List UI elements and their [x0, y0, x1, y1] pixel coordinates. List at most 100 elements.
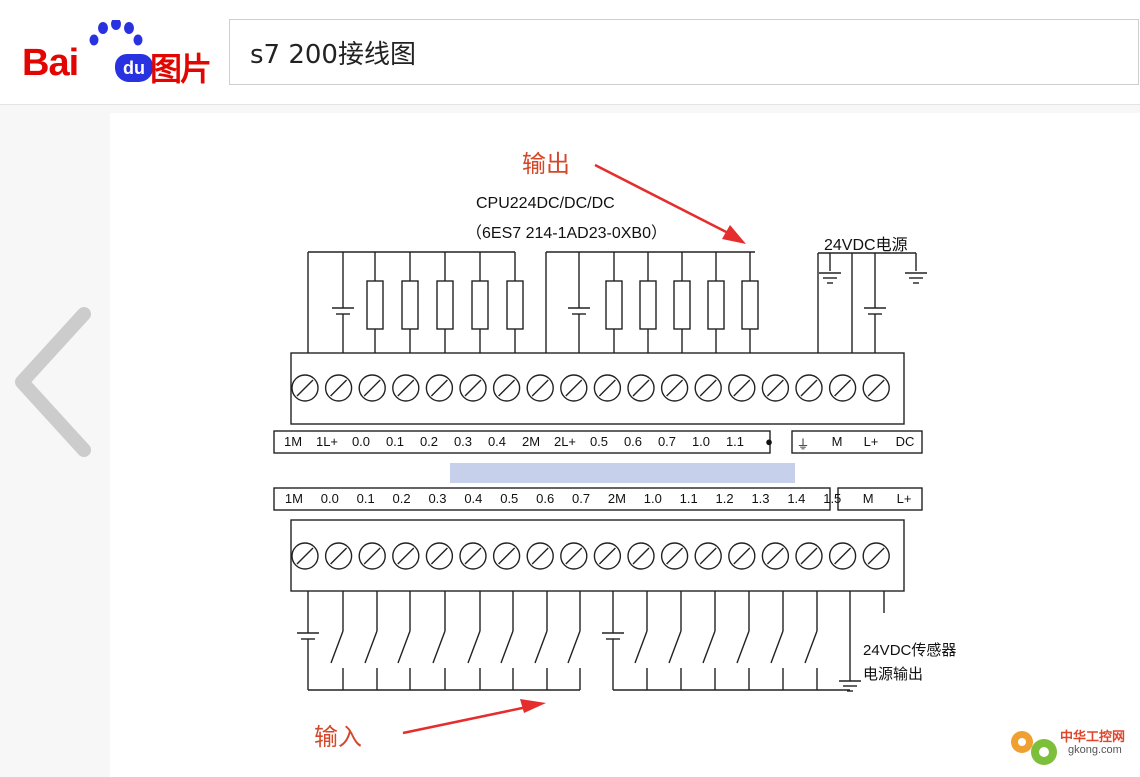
bottom-screw-slot-6: [498, 547, 516, 565]
bottom-terminal-label-0: 1M: [284, 491, 303, 506]
bottom-screw-terminal-3: [392, 542, 420, 570]
bottom-screw-slot-11: [666, 547, 684, 565]
top-screw-slot-14: [766, 379, 784, 397]
bottom-screw-slot-2: [363, 547, 381, 565]
bottom-screw-terminal-17: [862, 542, 890, 570]
input-switch2-blade-3: [736, 630, 750, 664]
wiring-diagram-image: 输出 输入 CPU224DC/DC/DC （6ES7 214-1AD23-0XB…: [110, 113, 1140, 777]
top-screw-slot-7: [531, 379, 549, 397]
search-box[interactable]: [229, 19, 1139, 85]
input-switch2-blade-4: [770, 630, 784, 664]
bottom-terminal-label-5: 0.4: [464, 491, 483, 506]
top-screw-slot-10: [632, 379, 650, 397]
bottom-screw-terminal-4: [425, 542, 454, 570]
bottom-screw-slot-7: [531, 547, 549, 565]
chevron-left-icon: [15, 307, 91, 457]
top-screw-terminal-6: [492, 374, 521, 402]
top-screw-terminal-16: [828, 374, 857, 402]
top-screw-terminal-0: [291, 374, 319, 402]
top-terminal-label-10: 0.6: [623, 434, 643, 449]
output-load1-2: [436, 280, 454, 330]
bottom-screw-slot-9: [598, 547, 616, 565]
input-switch1-blade-1: [364, 630, 378, 664]
top-screw-slot-1: [330, 379, 348, 397]
top-terminal-label-16: M: [831, 434, 843, 449]
top-screw-terminal-7: [526, 374, 554, 402]
logo-word-bai: Bai: [22, 42, 79, 84]
top-screw-slot-8: [565, 379, 583, 397]
bottom-screw-slot-5: [464, 547, 482, 565]
power-supply-label: 24VDC电源: [824, 237, 908, 254]
bottom-screw-slot-13: [733, 547, 751, 565]
top-terminal-label-5: 0.3: [453, 434, 473, 449]
bottom-terminal-label-3: 0.2: [392, 491, 411, 506]
top-screw-slot-2: [363, 379, 381, 397]
input-arrow-head: [520, 699, 546, 713]
top-screw-slot-13: [733, 379, 751, 397]
paw-icon: [89, 20, 143, 46]
top-terminal-label-7: 2M: [521, 434, 541, 449]
top-terminal-label-17: L+: [863, 434, 879, 449]
output-load1-1: [401, 280, 419, 330]
watermark-text: 中华工控网: [1060, 730, 1126, 745]
output-load2-0: [605, 280, 623, 330]
bottom-label-box-right: [837, 487, 923, 511]
top-terminal-label-15: ⏚: [796, 437, 810, 452]
top-screw-terminal-4: [425, 374, 454, 402]
bottom-screw-slot-8: [565, 547, 583, 565]
top-label-box-right: [791, 430, 923, 454]
gear-icon: [1011, 731, 1057, 765]
bottom-screw-slot-10: [632, 547, 650, 565]
bottom-terminal-label-17: L+: [896, 491, 912, 506]
top-terminal-label-4: 0.2: [419, 434, 439, 449]
top-terminal-label-3: 0.1: [385, 434, 405, 449]
bottom-screw-terminal-2: [358, 542, 386, 570]
wiring-diagram-drawing: [273, 163, 927, 735]
search-input[interactable]: [230, 20, 1138, 84]
top-screw-terminal-2: [358, 374, 386, 402]
bottom-terminal-label-2: 0.1: [356, 491, 375, 506]
bottom-terminal-label-12: 1.2: [715, 491, 734, 506]
bottom-screw-slot-1: [330, 547, 348, 565]
input-switch1-blade-6: [534, 630, 548, 664]
bottom-screw-slot-15: [800, 547, 818, 565]
bottom-terminal-label-14: 1.4: [787, 491, 806, 506]
input-arrow-line: [402, 704, 533, 735]
top-terminal-label-12: 1.0: [691, 434, 711, 449]
logo-word-tupian: 图片: [150, 50, 212, 88]
output-load2-4: [741, 280, 759, 330]
top-screw-terminal-3: [392, 374, 420, 402]
gkong-watermark: 中华工控网 gkong.com: [1004, 718, 1136, 772]
top-terminal-label-2: 0.0: [351, 434, 371, 449]
top-screw-slot-4: [430, 379, 448, 397]
bottom-terminal-label-6: 0.5: [500, 491, 519, 506]
bottom-label-box-left: [273, 487, 831, 511]
bottom-screw-terminal-6: [492, 542, 521, 570]
bottom-screw-slot-12: [699, 547, 717, 565]
top-screw-terminal-9: [593, 374, 622, 402]
bottom-screw-terminal-0: [291, 542, 319, 570]
bottom-screw-terminal-1: [324, 542, 353, 570]
output-annotation: 输出: [522, 150, 570, 178]
bottom-terminal-label-11: 1.1: [679, 491, 698, 506]
prev-image-button[interactable]: [8, 300, 100, 460]
bottom-screw-slot-4: [430, 547, 448, 565]
bottom-screw-terminal-7: [526, 542, 554, 570]
top-screw-slot-0: [296, 379, 314, 397]
blurred-overlay: [450, 463, 795, 483]
input-annotation: 输入: [314, 723, 362, 751]
top-screw-terminal-11: [660, 374, 689, 402]
top-terminal-block: [290, 352, 905, 425]
top-screw-terminal-5: [459, 374, 487, 402]
output-load2-2: [673, 280, 691, 330]
baidu-image-logo[interactable]: Bai du 图片: [22, 20, 222, 88]
top-screw-slot-11: [666, 379, 684, 397]
bottom-screw-terminal-16: [828, 542, 857, 570]
bottom-terminal-label-4: 0.3: [428, 491, 447, 506]
top-screw-slot-5: [464, 379, 482, 397]
top-terminal-label-0: 1M: [283, 434, 303, 449]
top-screw-slot-16: [834, 379, 852, 397]
logo-word-du: du: [115, 54, 153, 82]
bottom-terminal-label-10: 1.0: [643, 491, 662, 506]
bottom-terminal-block: [290, 519, 905, 592]
